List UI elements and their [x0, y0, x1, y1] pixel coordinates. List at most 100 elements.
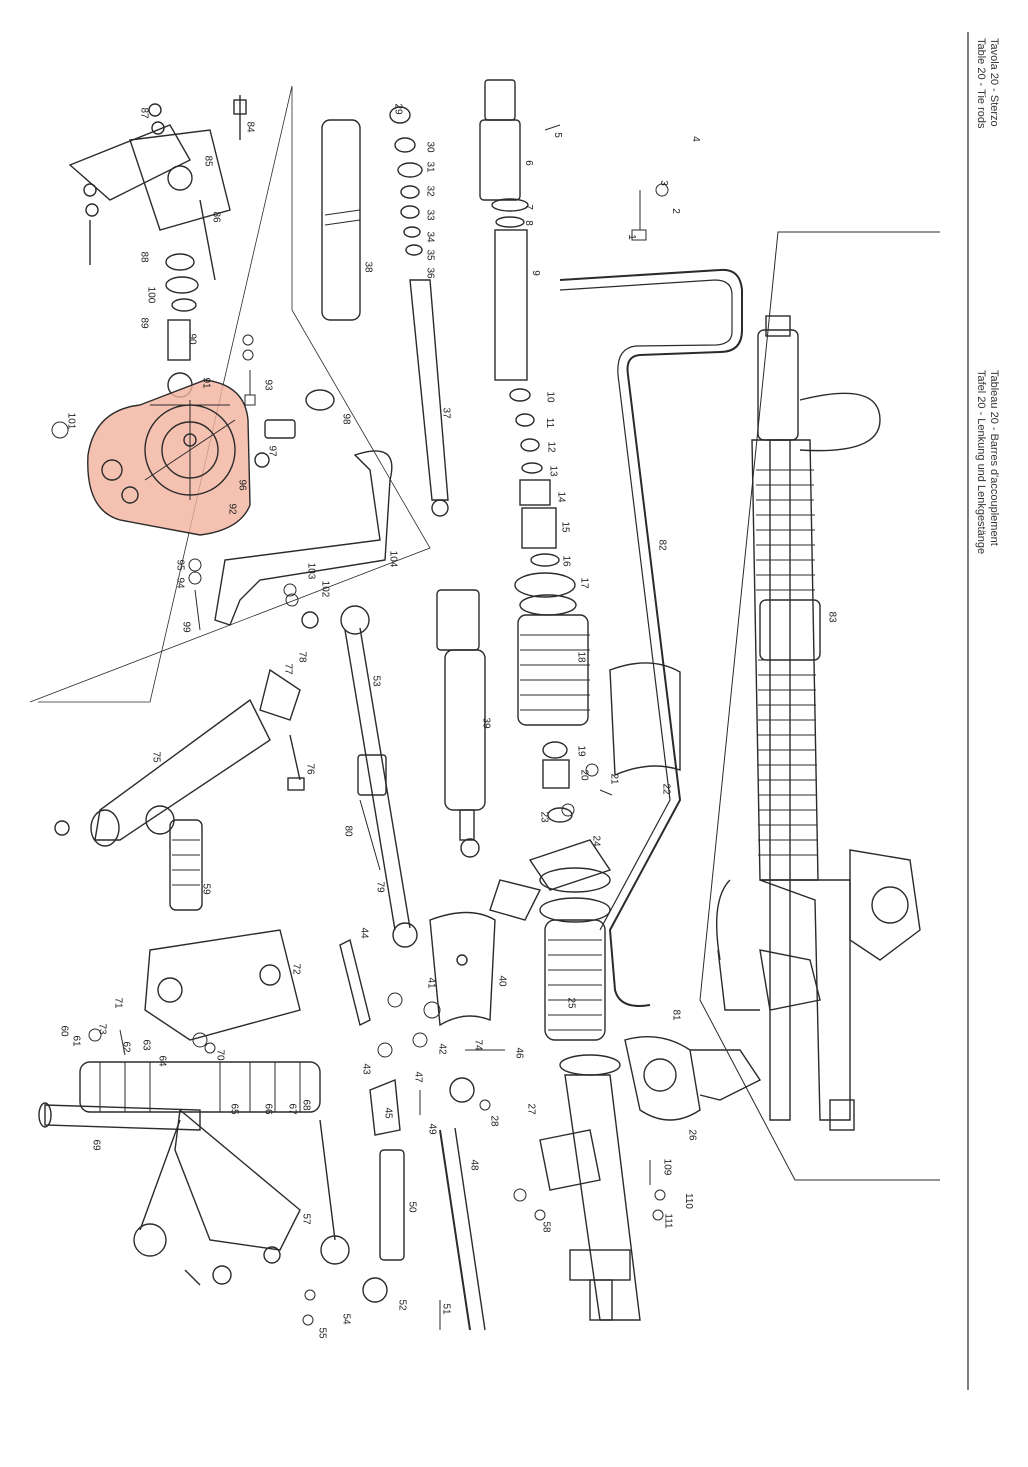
part-label: 54	[340, 1313, 352, 1325]
idler-shaft-stack	[79, 1061, 321, 1113]
part-label: 84	[244, 121, 256, 133]
steering-damper	[436, 589, 486, 858]
lower-column-parts	[489, 839, 762, 1321]
part-label: 6	[522, 160, 534, 166]
rack-bellows-ribs	[756, 469, 818, 856]
part-label: 16	[560, 555, 572, 567]
small-fasteners	[51, 124, 669, 1330]
part-label: 55	[316, 1327, 328, 1339]
pin-69	[44, 1104, 201, 1131]
part-label: 23	[538, 811, 550, 823]
part-label: 10	[544, 391, 556, 403]
part-label: 90	[186, 333, 198, 345]
bracket-45	[369, 1079, 401, 1136]
part-label: 65	[228, 1103, 240, 1115]
part-label: 110	[682, 1193, 694, 1209]
part-label: 63	[140, 1039, 152, 1051]
part-label: 2	[669, 208, 681, 214]
hydraulic-tube	[559, 268, 743, 1007]
idler-arm	[54, 668, 305, 847]
part-label: 93	[262, 379, 274, 391]
part-label: 40	[496, 975, 508, 987]
part-label: 31	[424, 161, 436, 173]
part-label: 5	[551, 132, 563, 138]
part-label: 32	[424, 185, 436, 197]
part-label: 53	[370, 675, 382, 687]
bracket-left-section	[29, 85, 431, 703]
part-label: 89	[138, 317, 150, 329]
highlighted-steering-box	[87, 379, 335, 536]
part-label: 85	[202, 155, 214, 167]
part-label: 97	[266, 445, 278, 457]
part-label: 47	[412, 1071, 424, 1083]
part-label: 45	[382, 1107, 394, 1119]
part-label: 14	[555, 491, 567, 503]
part-label: 18	[575, 651, 587, 663]
part-label: 35	[424, 249, 436, 261]
part-label: 39	[480, 717, 492, 729]
part-label: 78	[296, 651, 308, 663]
part-label: 81	[670, 1009, 682, 1021]
shaft-parts	[321, 106, 449, 517]
part-label: 27	[525, 1103, 537, 1115]
part-label: 79	[374, 881, 386, 893]
part-label: 103	[305, 562, 317, 580]
bracket-rack-section	[699, 231, 940, 1181]
part-label: 30	[424, 141, 436, 153]
part-label: 29	[392, 103, 404, 115]
part-label: 77	[282, 663, 294, 675]
part-label: 25	[565, 997, 577, 1009]
part-label: 91	[200, 377, 212, 389]
part-label: 75	[150, 751, 162, 763]
part-label: 74	[472, 1039, 484, 1051]
part-label: 4	[689, 136, 701, 142]
part-label: 104	[387, 550, 399, 568]
part-label: 71	[112, 997, 124, 1009]
part-label: 62	[120, 1041, 132, 1053]
part-label: 100	[145, 286, 157, 304]
part-label: 57	[300, 1213, 312, 1225]
part-label: 44	[358, 927, 370, 939]
mounting-bracket-104	[214, 450, 393, 626]
part-label: 36	[424, 267, 436, 279]
part-label: 102	[319, 580, 331, 598]
part-label: 21	[608, 773, 620, 785]
part-label: 43	[360, 1063, 372, 1075]
part-label: 33	[424, 209, 436, 221]
part-label: 92	[226, 503, 238, 515]
part-label: 52	[396, 1299, 408, 1311]
part-label: 48	[468, 1159, 480, 1171]
tie-rod-end-upper	[145, 805, 203, 911]
part-label: 17	[578, 577, 590, 589]
part-label: 88	[138, 251, 150, 263]
part-label: 7	[522, 204, 534, 210]
part-label: 72	[290, 963, 302, 975]
part-label: 51	[440, 1303, 452, 1315]
part-label: 26	[686, 1129, 698, 1141]
part-label: 101	[65, 412, 77, 430]
part-label: 109	[661, 1158, 673, 1176]
part-label: 61	[70, 1035, 82, 1047]
part-label: 42	[436, 1043, 448, 1055]
part-label: 96	[236, 479, 248, 491]
part-label: 58	[540, 1221, 552, 1233]
part-label: 28	[488, 1115, 500, 1127]
part-label: 38	[362, 261, 374, 273]
part-label: 8	[522, 220, 534, 226]
part-label: 20	[578, 769, 590, 781]
link-44	[339, 938, 371, 1027]
part-label: 67	[286, 1103, 298, 1115]
part-label: 11	[544, 417, 556, 429]
part-label: 3	[657, 180, 669, 186]
part-label: 60	[58, 1025, 70, 1037]
rods-48-50	[362, 1077, 486, 1331]
part-label: 94	[174, 577, 186, 589]
part-label: 13	[547, 465, 559, 477]
part-label: 87	[138, 107, 150, 119]
part-label: 12	[545, 441, 557, 453]
part-label: 70	[214, 1049, 226, 1061]
tie-rod-lower	[212, 1119, 350, 1285]
part-label: 9	[529, 270, 541, 276]
